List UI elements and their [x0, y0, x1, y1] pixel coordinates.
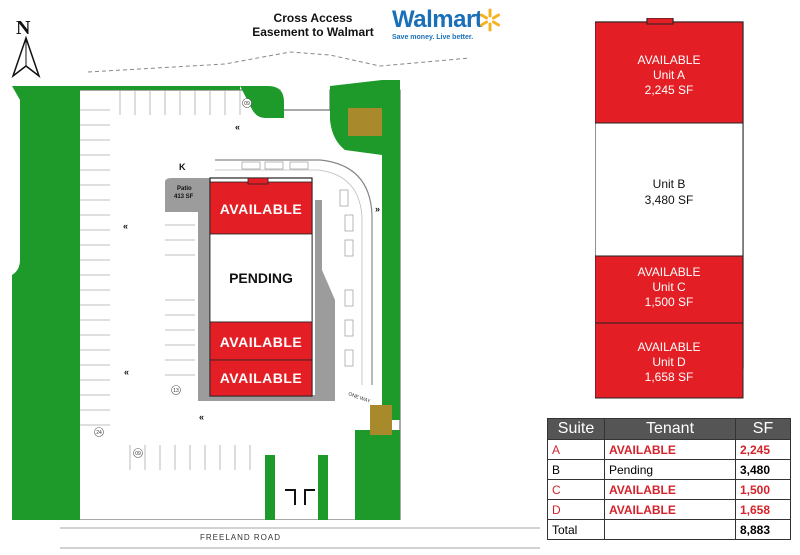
parking-count-west: 24 [96, 430, 102, 436]
svg-text:«: « [123, 221, 128, 231]
easement-line-2: Easement to Walmart [252, 25, 374, 39]
walmart-tagline: Save money. Live better. [392, 34, 474, 41]
patio-area [165, 178, 205, 212]
easement-line-1: Cross Access [273, 11, 353, 25]
drive-thru-lane [215, 159, 373, 385]
site-block-label-4: AVAILABLE [220, 370, 303, 386]
parking-count-south: 09 [135, 451, 141, 457]
easement-note: Cross Access Easement to Walmart [248, 11, 378, 39]
west-walkway [198, 178, 210, 400]
landscape-southeast [355, 430, 400, 520]
suite-legend-table: Suite Tenant SF A AVAILABLE 2,245 B Pend… [547, 418, 791, 540]
legend-tenant: AVAILABLE [604, 439, 736, 460]
plan-unit-a-size: 2,245 SF [645, 83, 694, 97]
svg-text:«: « [235, 122, 240, 132]
legend-row: C AVAILABLE 1,500 [547, 479, 791, 500]
legend-sf: 1,658 [735, 499, 791, 520]
legend-header-sf: SF [735, 418, 791, 440]
legend-total-blank [604, 519, 736, 540]
plan-unit-d [595, 322, 744, 399]
site-block-available-3 [209, 321, 313, 361]
site-block-pending [209, 233, 313, 323]
dumpster-north [348, 108, 382, 136]
legend-tenant: AVAILABLE [604, 479, 736, 500]
site-block-label-1: AVAILABLE [220, 201, 303, 217]
landscape-median-right [318, 455, 328, 520]
legend-suite: C [547, 479, 605, 500]
plan-unit-c-status: AVAILABLE [638, 265, 701, 279]
legend-header-suite: Suite [547, 418, 605, 440]
site-block-label-3: AVAILABLE [220, 334, 303, 350]
parking-count-center: 13 [173, 388, 179, 394]
legend-row: A AVAILABLE 2,245 [547, 439, 791, 460]
site-block-available-4 [209, 359, 313, 397]
patio-label: Patio [177, 186, 192, 192]
road-label: FREELAND ROAD [200, 533, 281, 542]
legend-sf: 1,500 [735, 479, 791, 500]
freeland-road [60, 520, 540, 555]
legend-suite: D [547, 499, 605, 520]
legend-suite: A [547, 439, 605, 460]
svg-text:»: » [375, 204, 380, 214]
north-label: N [16, 17, 31, 39]
plan-unit-d-status: AVAILABLE [638, 340, 701, 354]
parking-stalls-west [80, 109, 110, 426]
parking-stalls-north [119, 90, 241, 115]
drive-thru-cars [241, 161, 354, 367]
patio-size: 413 SF [174, 194, 194, 200]
svg-text:K: K [179, 162, 186, 172]
plan-unit-b-name: Unit B [653, 177, 686, 191]
landscape-median-left [265, 455, 275, 520]
south-walkway [198, 395, 335, 401]
legend-sf: 3,480 [735, 459, 791, 480]
walmart-wordmark: Walmart [392, 6, 483, 33]
legend-row: D AVAILABLE 1,658 [547, 499, 791, 520]
plan-unit-a-name: Unit A [653, 68, 685, 82]
parking-stalls-south [129, 445, 251, 470]
parking-count-north: 09 [244, 101, 250, 107]
site-block-label-2: PENDING [229, 270, 293, 286]
site-plan-map: N [11, 17, 540, 555]
parking-count-badges: 09 13 24 09 [94, 98, 252, 458]
legend-total-row: Total 8,883 [547, 519, 791, 540]
legend-total-sf: 8,883 [735, 519, 791, 540]
walmart-logo: Walmart Save money. Live better. [392, 6, 502, 41]
plan-unit-b-size: 3,480 SF [645, 193, 694, 207]
plan-unit-d-name: Unit D [652, 355, 686, 369]
landscape-northeast-top [240, 86, 284, 118]
landscape-west-lower [60, 280, 80, 520]
suite-floor-plan: AVAILABLE Unit A 2,245 SF Unit B 3,480 S… [595, 18, 744, 399]
site-block-available-1 [209, 181, 313, 235]
legend-tenant: Pending [604, 459, 736, 480]
dumpster-south [370, 405, 392, 435]
svg-text:«: « [124, 367, 129, 377]
legend-tenant: AVAILABLE [604, 499, 736, 520]
east-walkway [315, 200, 335, 400]
plan-unit-c-size: 1,500 SF [645, 295, 694, 309]
cross-access-line [87, 51, 471, 73]
legend-total-label: Total [547, 519, 605, 540]
plan-unit-d-size: 1,658 SF [645, 370, 694, 384]
svg-text:«: « [199, 412, 204, 422]
plan-unit-c-name: Unit C [652, 280, 686, 294]
legend-suite: B [547, 459, 605, 480]
legend-header-tenant: Tenant [604, 418, 736, 440]
walmart-spark-icon [480, 8, 500, 32]
traffic-arrows: « « « « » K [123, 122, 380, 422]
landscape-east-strip [382, 80, 400, 420]
legend-header-row: Suite Tenant SF [547, 418, 791, 440]
legend-sf: 2,245 [735, 439, 791, 460]
landscape-areas [12, 80, 400, 520]
north-arrow-icon: N [11, 17, 41, 79]
plan-unit-a-status: AVAILABLE [638, 53, 701, 67]
turn-arrows [285, 489, 315, 505]
legend-row: B Pending 3,480 [547, 459, 791, 480]
